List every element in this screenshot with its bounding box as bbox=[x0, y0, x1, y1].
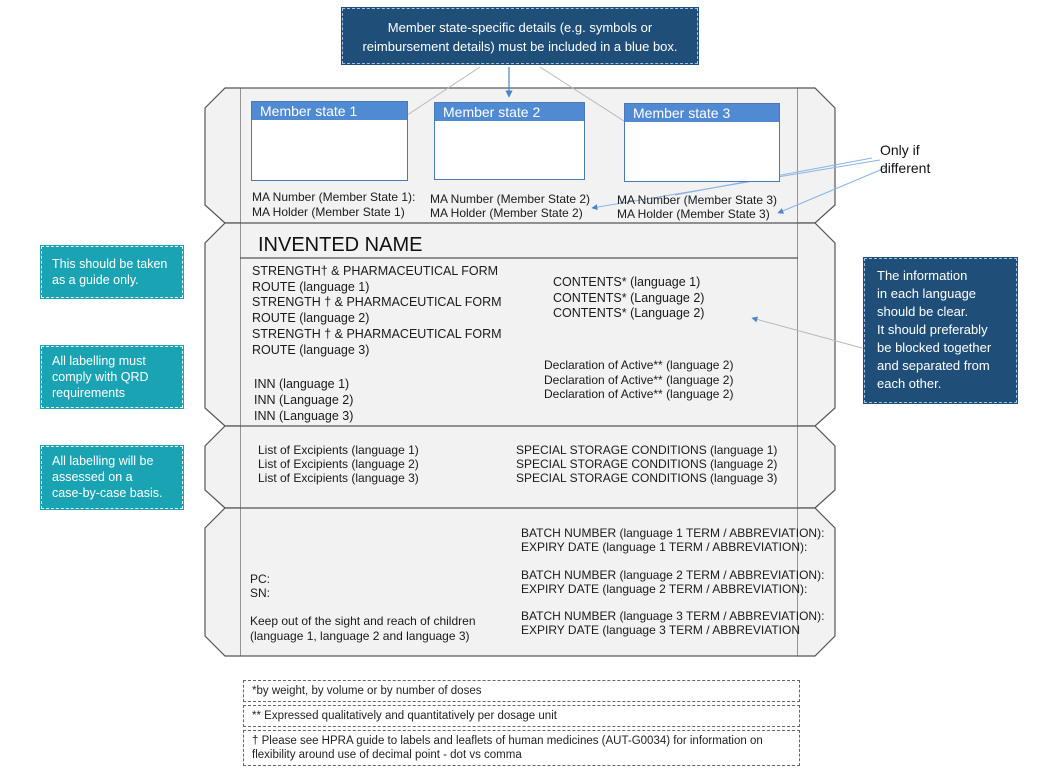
case-note-line2: assessed on a bbox=[52, 470, 133, 484]
right-note-line6: and separated from bbox=[877, 358, 990, 373]
member-state-2-box: Member state 2 bbox=[434, 102, 585, 180]
top-note: Member state-specific details (e.g. symb… bbox=[341, 7, 699, 65]
footnote-hpra-guide: † Please see HPRA guide to labels and le… bbox=[243, 730, 800, 766]
storage-line-1: SPECIAL STORAGE CONDITIONS (language 1) bbox=[516, 443, 778, 457]
case-note-line3: case-by-case basis. bbox=[52, 486, 163, 500]
declaration-line-2: Declaration of Active** (language 2) bbox=[544, 373, 734, 387]
guide-only-note: This should be taken as a guide only. bbox=[40, 245, 184, 299]
footnote-expressed-text: ** Expressed qualitatively and quantitat… bbox=[252, 710, 557, 722]
qrd-requirements-note: All labelling must comply with QRD requi… bbox=[40, 345, 184, 409]
footnote-hpra-line2: flexibility around use of decimal point … bbox=[252, 749, 522, 761]
case-note-line1: All labelling will be bbox=[52, 454, 154, 468]
excipients-line-3: List of Excipients (language 3) bbox=[258, 471, 419, 485]
excipients-line-2: List of Excipients (language 2) bbox=[258, 457, 419, 471]
inn-line-2: INN (Language 2) bbox=[254, 393, 354, 407]
qrd-note-line1: All labelling must bbox=[52, 354, 146, 368]
expiry-line-1: EXPIRY DATE (language 1 TERM / ABBREVIAT… bbox=[521, 540, 808, 554]
member-state-1-title: Member state 1 bbox=[252, 102, 407, 120]
declaration-line-3: Declaration of Active** (language 2) bbox=[544, 387, 734, 401]
only-if-line2: different bbox=[880, 160, 931, 176]
route-line-3: ROUTE (language 3) bbox=[252, 343, 370, 357]
inn-line-3: INN (Language 3) bbox=[254, 409, 354, 423]
batch-line-3: BATCH NUMBER (language 3 TERM / ABBREVIA… bbox=[521, 609, 825, 623]
excipients-line-1: List of Excipients (language 1) bbox=[258, 443, 419, 457]
top-note-line1: Member state-specific details (e.g. symb… bbox=[387, 20, 653, 35]
right-note-line4: It should preferably bbox=[877, 322, 988, 337]
route-line-1: ROUTE (language 1) bbox=[252, 280, 370, 294]
qrd-note-line3: requirements bbox=[52, 386, 125, 400]
right-note-line2: in each language bbox=[877, 286, 977, 301]
declaration-line-1: Declaration of Active** (language 2) bbox=[544, 358, 734, 372]
contents-line-2: CONTENTS* (Language 2) bbox=[553, 291, 705, 305]
invented-name: INVENTED NAME bbox=[258, 234, 423, 256]
member-state-2-title: Member state 2 bbox=[435, 103, 584, 121]
ma-holder-2: MA Holder (Member State 2) bbox=[430, 206, 583, 220]
right-note-line7: each other. bbox=[877, 376, 942, 391]
right-note-line3: should be clear. bbox=[877, 304, 969, 319]
right-note-line5: be blocked together bbox=[877, 340, 992, 355]
batch-line-1: BATCH NUMBER (language 1 TERM / ABBREVIA… bbox=[521, 526, 825, 540]
ma-number-2: MA Number (Member State 2) bbox=[430, 192, 591, 206]
sn-label: SN: bbox=[250, 586, 271, 600]
storage-line-3: SPECIAL STORAGE CONDITIONS (language 3) bbox=[516, 471, 778, 485]
member-state-3-title: Member state 3 bbox=[625, 104, 779, 122]
member-state-1-box: Member state 1 bbox=[251, 101, 408, 181]
expiry-line-2: EXPIRY DATE (language 2 TERM / ABBREVIAT… bbox=[521, 582, 808, 596]
ma-number-1: MA Number (Member State 1): bbox=[252, 190, 416, 204]
pc-label: PC: bbox=[250, 572, 271, 586]
strength-line-3: STRENGTH † & PHARMACEUTICAL FORM bbox=[252, 327, 502, 341]
keep-out-line-2: (language 1, language 2 and language 3) bbox=[250, 629, 470, 643]
member-state-3-box: Member state 3 bbox=[624, 103, 780, 182]
qrd-note-line2: comply with QRD bbox=[52, 370, 149, 384]
only-if-different-note: Only if different bbox=[880, 141, 930, 177]
expiry-line-3: EXPIRY DATE (language 3 TERM / ABBREVIAT… bbox=[521, 623, 800, 637]
ma-number-3: MA Number (Member State 3) bbox=[617, 193, 778, 207]
right-note-line1: The information bbox=[877, 268, 968, 283]
keep-out-line-1: Keep out of the sight and reach of child… bbox=[250, 614, 476, 628]
strength-line-2: STRENGTH † & PHARMACEUTICAL FORM bbox=[252, 295, 502, 309]
contents-line-1: CONTENTS* (language 1) bbox=[553, 275, 701, 289]
top-note-line2: reimbursement details) must be included … bbox=[362, 39, 678, 54]
footnote-expressed: ** Expressed qualitatively and quantitat… bbox=[243, 705, 800, 727]
footnote-weight-text: *by weight, by volume or by number of do… bbox=[252, 685, 482, 697]
case-by-case-note: All labelling will be assessed on a case… bbox=[40, 445, 184, 510]
guide-note-line1: This should be taken bbox=[52, 257, 168, 271]
footnote-hpra-line1: † Please see HPRA guide to labels and le… bbox=[252, 735, 763, 747]
strength-line-1: STRENGTH† & PHARMACEUTICAL FORM bbox=[252, 264, 499, 278]
only-if-line1: Only if bbox=[880, 142, 920, 158]
ma-holder-3: MA Holder (Member State 3) bbox=[617, 207, 770, 221]
guide-note-line2: as a guide only. bbox=[52, 273, 139, 287]
language-clarity-note: The information in each language should … bbox=[863, 257, 1018, 404]
contents-line-3: CONTENTS* (Language 2) bbox=[553, 306, 705, 320]
storage-line-2: SPECIAL STORAGE CONDITIONS (language 2) bbox=[516, 457, 778, 471]
footnote-weight: *by weight, by volume or by number of do… bbox=[243, 680, 800, 702]
route-line-2: ROUTE (language 2) bbox=[252, 311, 370, 325]
batch-line-2: BATCH NUMBER (language 2 TERM / ABBREVIA… bbox=[521, 568, 825, 582]
inn-line-1: INN (language 1) bbox=[254, 377, 350, 391]
ma-holder-1: MA Holder (Member State 1) bbox=[252, 205, 405, 219]
